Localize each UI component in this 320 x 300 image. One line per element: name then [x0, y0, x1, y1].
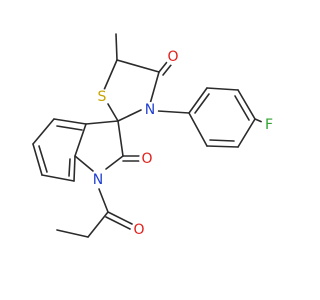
bond-ar-6	[188, 112, 208, 147]
bond-c4-o-a	[158, 61, 168, 73]
atom-o-thiazolidinone-label: O	[167, 49, 178, 65]
atom-o-propanoyl: O	[131, 222, 147, 238]
bond-ar-3	[237, 89, 256, 120]
bond-spiro-c2	[117, 120, 124, 157]
bond-bz-4-inner	[38, 145, 48, 173]
atom-f-aryl-label: F	[265, 117, 273, 133]
bond-acyl-ch2	[87, 211, 109, 238]
bond-acyl-o-b	[105, 216, 131, 230]
bond-c5-c4	[116, 59, 160, 73]
bond-bz-1	[74, 123, 87, 157]
bond-ar-5-inner	[209, 139, 235, 142]
atom-n-indoline-label: N	[93, 172, 103, 188]
bond-ar-1-inner	[194, 93, 210, 114]
bond-ar-5	[206, 145, 239, 148]
bond-methyl	[115, 33, 118, 61]
bond-n1-c7a	[74, 155, 94, 172]
atom-o-indolinone-label: O	[141, 151, 152, 167]
bond-n3-aryl	[157, 110, 190, 114]
bonds	[32, 33, 263, 238]
bond-ar-3-inner	[234, 95, 250, 121]
atom-n-indoline: N	[90, 172, 106, 188]
bond-ar-f	[254, 118, 263, 123]
bond-ar-1	[188, 87, 208, 114]
atom-labels: S N O F O N O	[90, 49, 277, 238]
atom-o-thiazolidinone: O	[165, 49, 181, 65]
bond-bz-4	[32, 143, 43, 176]
bond-bz-3	[32, 118, 55, 145]
bond-c4-n3	[149, 71, 160, 105]
bond-ar-2	[206, 87, 239, 91]
atom-o-indolinone: O	[139, 151, 155, 167]
atom-f-aryl: F	[261, 117, 277, 133]
bond-bz-2	[53, 118, 87, 125]
bond-spiro-c3a	[85, 120, 119, 125]
bond-s1-spiro	[107, 103, 119, 122]
bond-c2-n1	[105, 155, 124, 170]
bond-c4-o-b	[162, 64, 172, 76]
bond-bz-2-inner	[56, 125, 83, 131]
bond-n1-acyl	[98, 188, 109, 213]
atom-n-thiazolidine-label: N	[145, 102, 155, 118]
bond-bz-5	[41, 174, 75, 182]
bond-acyl-o-a	[107, 211, 133, 225]
bond-ar-4	[237, 118, 256, 148]
structure-diagram: S N O F O N O	[32, 33, 277, 238]
atom-o-propanoyl-label: O	[133, 222, 144, 238]
atom-n-thiazolidine: N	[142, 102, 158, 118]
atom-s1-label: S	[98, 89, 107, 105]
bond-bz-6-inner	[68, 158, 71, 177]
atom-s1: S	[94, 89, 110, 105]
bond-n3-spiro	[117, 109, 142, 122]
bond-ch2-ch3	[56, 229, 89, 238]
molecule-canvas: S N O F O N O	[32, 33, 277, 238]
bond-c5-s1	[103, 59, 118, 91]
bond-bz-6	[73, 155, 76, 182]
